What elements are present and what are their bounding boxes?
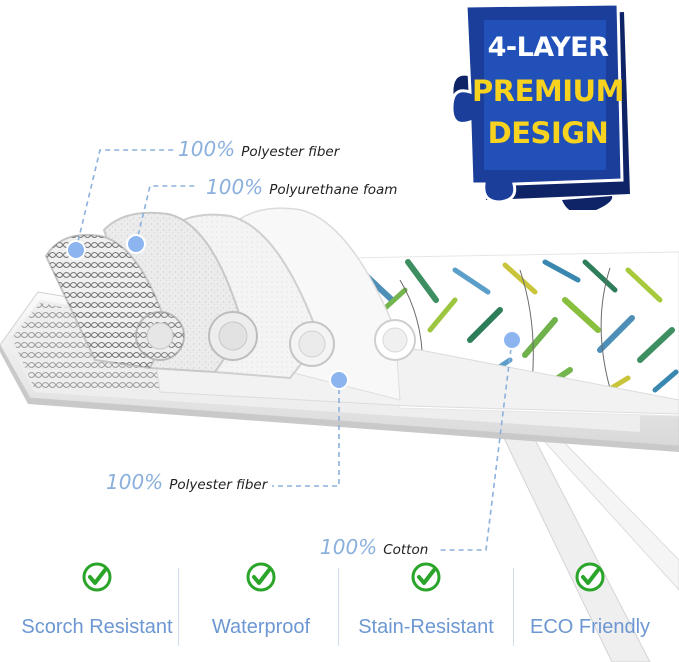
marker-dot-2 xyxy=(126,234,146,254)
feature-label: ECO Friendly xyxy=(529,616,651,638)
badge-line-2: PREMIUM xyxy=(472,74,624,108)
feature-divider xyxy=(338,568,339,646)
marker-dot-1 xyxy=(66,240,86,260)
layer-label-4: 100% Cotton xyxy=(320,535,428,559)
check-icon xyxy=(411,562,441,592)
layer-4-material: Cotton xyxy=(383,542,429,558)
badge-line-3: DESIGN xyxy=(487,116,609,150)
layer-2-material: Polyurethane foam xyxy=(269,182,398,198)
layer-3-percent: 100% xyxy=(106,470,164,494)
layer-4-percent: 100% xyxy=(320,535,378,559)
feature-label: Stain-Resistant xyxy=(358,616,494,638)
leader-line-1 xyxy=(75,149,176,251)
leader-line-2 xyxy=(135,185,198,245)
layer-1-material: Polyester fiber xyxy=(241,144,340,160)
feature-divider xyxy=(513,568,514,646)
feature-strip: Scorch Resistant Waterproof Stain-Resist… xyxy=(0,558,679,650)
marker-dot-4 xyxy=(502,330,522,350)
feature-waterproof: Waterproof xyxy=(176,558,346,650)
curl-polyester-mesh xyxy=(44,233,185,370)
leader-lines xyxy=(75,149,513,551)
badge-line-1: 4-LAYER xyxy=(487,32,609,63)
feature-eco-friendly: ECO Friendly xyxy=(505,558,675,650)
feature-label: Scorch Resistant xyxy=(21,616,173,638)
feature-scorch-resistant: Scorch Resistant xyxy=(12,558,182,650)
check-icon xyxy=(575,562,605,592)
puzzle-badge xyxy=(452,4,630,210)
layer-markers xyxy=(66,234,522,390)
layer-label-1: 100% Polyester fiber xyxy=(178,137,339,161)
feature-stain-resistant: Stain-Resistant xyxy=(341,558,511,650)
check-icon xyxy=(82,562,112,592)
layer-2-percent: 100% xyxy=(206,175,264,199)
layer-3-material: Polyester fiber xyxy=(169,477,268,493)
layer-1-percent: 100% xyxy=(178,137,236,161)
check-icon xyxy=(246,562,276,592)
layer-label-3: 100% Polyester fiber xyxy=(106,470,267,494)
feature-label: Waterproof xyxy=(211,616,311,638)
feature-divider xyxy=(178,568,179,646)
leader-line-4 xyxy=(440,339,513,551)
layer-label-2: 100% Polyurethane foam xyxy=(206,175,397,199)
marker-dot-3 xyxy=(329,370,349,390)
